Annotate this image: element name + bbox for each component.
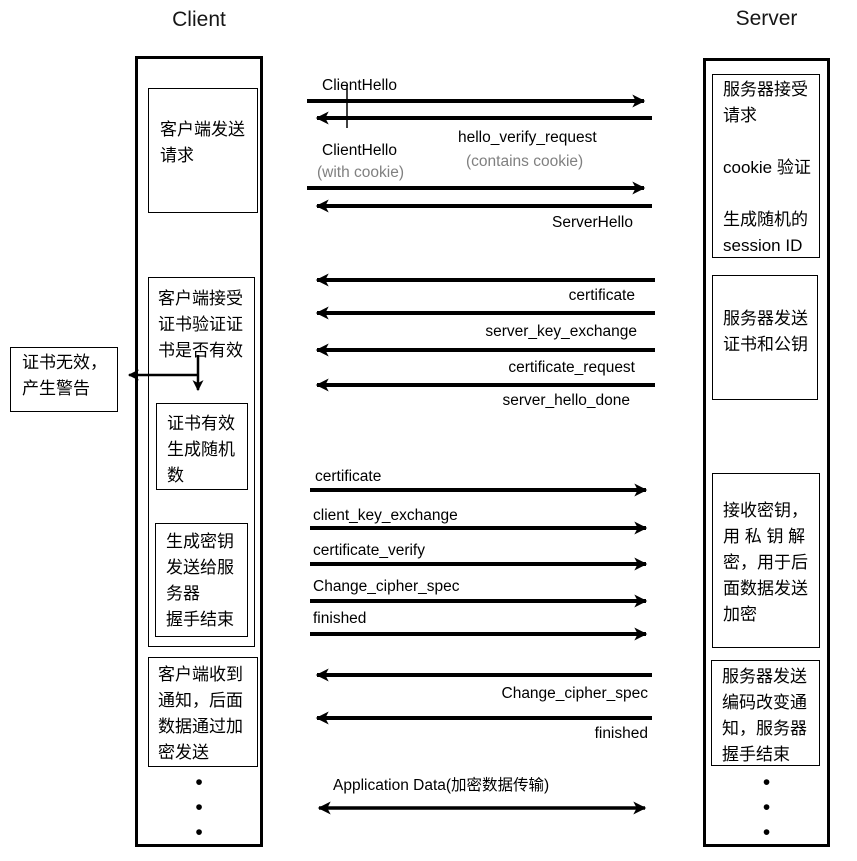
label-client-key-exchange: client_key_exchange	[313, 507, 458, 524]
server-box-recv-key: 接收密钥， 用 私 钥 解 密，用于后 面数据发送 加密	[712, 473, 820, 648]
client-ellipsis: • • •	[195, 771, 203, 844]
label-hello-verify-request: hello_verify_request	[458, 129, 597, 146]
label-application-data: Application Data(加密数据传输)	[333, 777, 550, 794]
cert-invalid-warning-box: 证书无效， 产生警告	[10, 347, 118, 412]
client-title: Client	[172, 8, 226, 31]
label-finished-server: finished	[594, 725, 648, 742]
label-change-cipher-spec-server: Change_cipher_spec	[501, 685, 649, 702]
server-box-send-cert: 服务器发送 证书和公钥	[712, 275, 818, 400]
label-with-cookie: (with cookie)	[317, 164, 404, 181]
server-title: Server	[735, 7, 798, 30]
label-client-hello-2: ClientHello	[322, 142, 397, 159]
label-contains-cookie: (contains cookie)	[466, 153, 584, 170]
label-server-key-exchange: server_key_exchange	[485, 323, 637, 340]
server-box-accept-request: 服务器接受 请求 cookie 验证 生成随机的 session ID	[712, 74, 820, 258]
server-ellipsis: • • •	[762, 771, 771, 844]
label-certificate-request: certificate_request	[508, 359, 635, 376]
label-client-hello-1: ClientHello	[322, 77, 397, 94]
label-certificate-client: certificate	[315, 468, 382, 485]
label-server-hello-done: server_hello_done	[502, 392, 630, 409]
label-server-hello: ServerHello	[552, 214, 633, 231]
client-box-cert-valid: 证书有效 生成随机 数	[156, 403, 248, 490]
server-box-change-cipher: 服务器发送 编码改变通 知，服务器 握手结束	[711, 660, 820, 766]
client-box-notified: 客户端收到 通知，后面 数据通过加 密发送	[148, 657, 258, 767]
label-finished-client: finished	[313, 610, 367, 627]
label-change-cipher-spec-client: Change_cipher_spec	[313, 578, 460, 595]
label-certificate-server: certificate	[568, 287, 635, 304]
label-certificate-verify: certificate_verify	[313, 542, 425, 559]
client-box-send-request: 客户端发送 请求	[148, 88, 258, 213]
client-box-gen-key: 生成密钥 发送给服 务器 握手结束	[155, 523, 248, 637]
